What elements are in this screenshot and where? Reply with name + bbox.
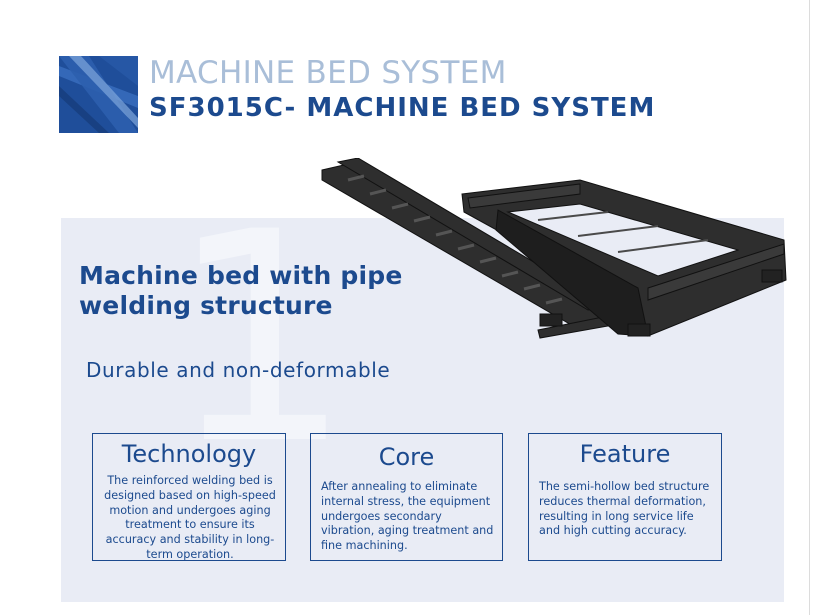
card-body: The semi-hollow bed structure reduces th… [539, 480, 710, 538]
section-heading: Machine bed with pipe welding structure [79, 261, 403, 320]
brand-logo [59, 56, 138, 133]
machine-bed-image [321, 158, 787, 339]
card-title: Feature [579, 440, 671, 468]
card-body: After annealing to eliminate internal st… [321, 480, 494, 553]
section-number: 1 [168, 171, 353, 508]
section-subheading: Durable and non-deformable [86, 358, 391, 382]
feature-card: Feature The semi-hollow bed structure re… [528, 433, 722, 561]
title-bottom: SF3015C- MACHINE BED SYSTEM [149, 93, 656, 123]
card-body: The reinforced welding bed is designed b… [104, 474, 276, 561]
card-title: Technology [121, 440, 257, 468]
technology-card: Technology The reinforced welding bed is… [92, 433, 286, 561]
title-top: MACHINE BED SYSTEM [149, 55, 507, 91]
core-card: Core After annealing to eliminate intern… [310, 433, 503, 561]
page-edge-divider [809, 0, 810, 615]
card-title: Core [378, 443, 435, 471]
